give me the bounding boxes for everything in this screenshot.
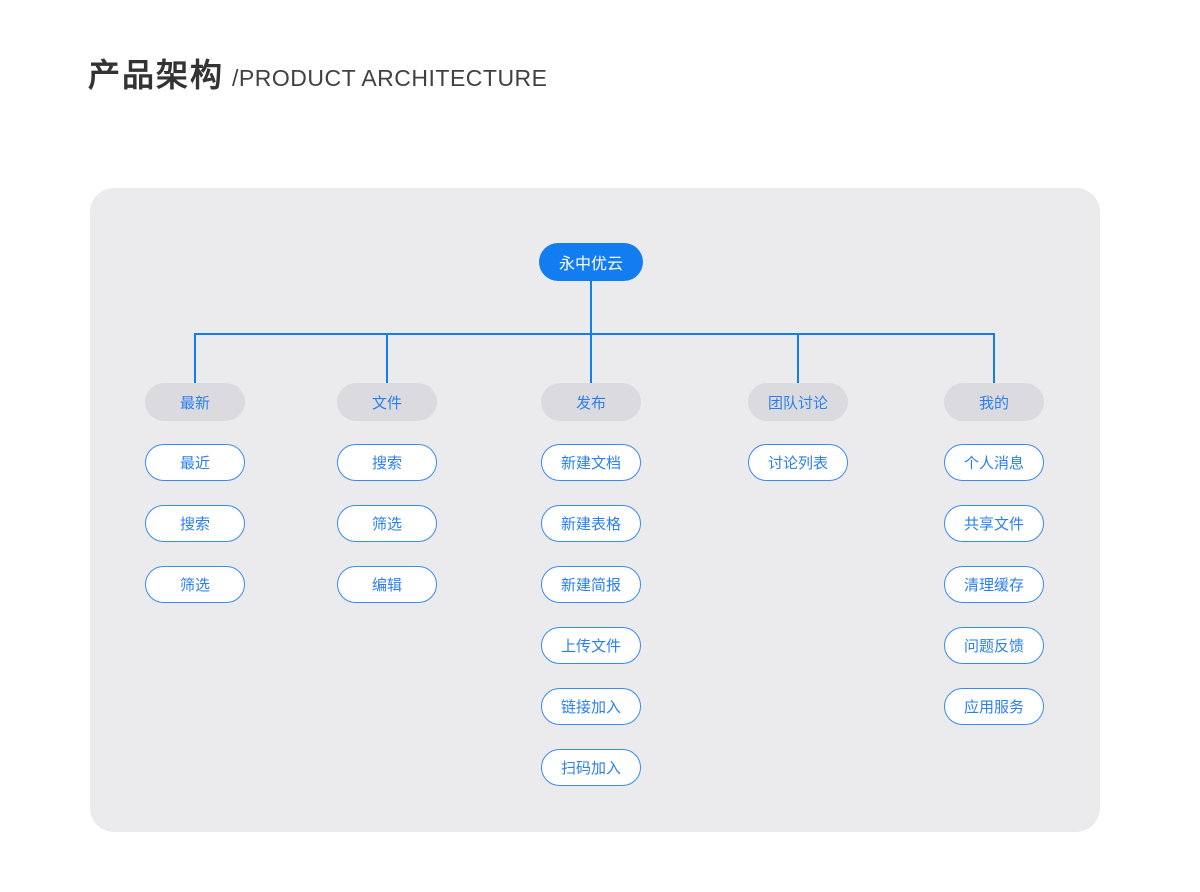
- page-title-chinese: 产品架构: [88, 57, 225, 93]
- connector-drop-mine: [993, 333, 995, 383]
- connector-drop-publish: [590, 333, 592, 383]
- node-clear-cache: 清理缓存: [944, 566, 1044, 603]
- node-join-by-link: 链接加入: [541, 688, 641, 725]
- page-title: 产品架构 /PRODUCT ARCHITECTURE: [88, 50, 548, 96]
- connector-drop-files: [386, 333, 388, 383]
- node-upload-file: 上传文件: [541, 627, 641, 664]
- node-category-publish: 发布: [541, 383, 641, 421]
- node-shared-files: 共享文件: [944, 505, 1044, 542]
- node-new-spreadsheet: 新建表格: [541, 505, 641, 542]
- node-category-files: 文件: [337, 383, 437, 421]
- node-feedback: 问题反馈: [944, 627, 1044, 664]
- node-recent: 最近: [145, 444, 245, 481]
- architecture-card: 永中优云 最新 文件 发布 团队讨论 我的 最近 搜索 筛选 搜索 筛选 编辑 …: [90, 188, 1100, 832]
- node-new-presentation: 新建简报: [541, 566, 641, 603]
- node-search-files: 搜索: [337, 444, 437, 481]
- node-category-team-discussion: 团队讨论: [748, 383, 848, 421]
- connector-horizontal-bar: [194, 333, 994, 335]
- connector-drop-latest: [194, 333, 196, 383]
- node-root: 永中优云: [539, 243, 643, 281]
- node-edit: 编辑: [337, 566, 437, 603]
- connector-drop-team-discussion: [797, 333, 799, 383]
- page-title-english: /PRODUCT ARCHITECTURE: [232, 65, 548, 91]
- node-personal-messages: 个人消息: [944, 444, 1044, 481]
- node-app-services: 应用服务: [944, 688, 1044, 725]
- node-filter-latest: 筛选: [145, 566, 245, 603]
- node-new-document: 新建文档: [541, 444, 641, 481]
- node-join-by-qr: 扫码加入: [541, 749, 641, 786]
- node-search-latest: 搜索: [145, 505, 245, 542]
- node-filter-files: 筛选: [337, 505, 437, 542]
- connector-root-stem: [590, 281, 592, 333]
- node-category-latest: 最新: [145, 383, 245, 421]
- node-category-mine: 我的: [944, 383, 1044, 421]
- node-discussion-list: 讨论列表: [748, 444, 848, 481]
